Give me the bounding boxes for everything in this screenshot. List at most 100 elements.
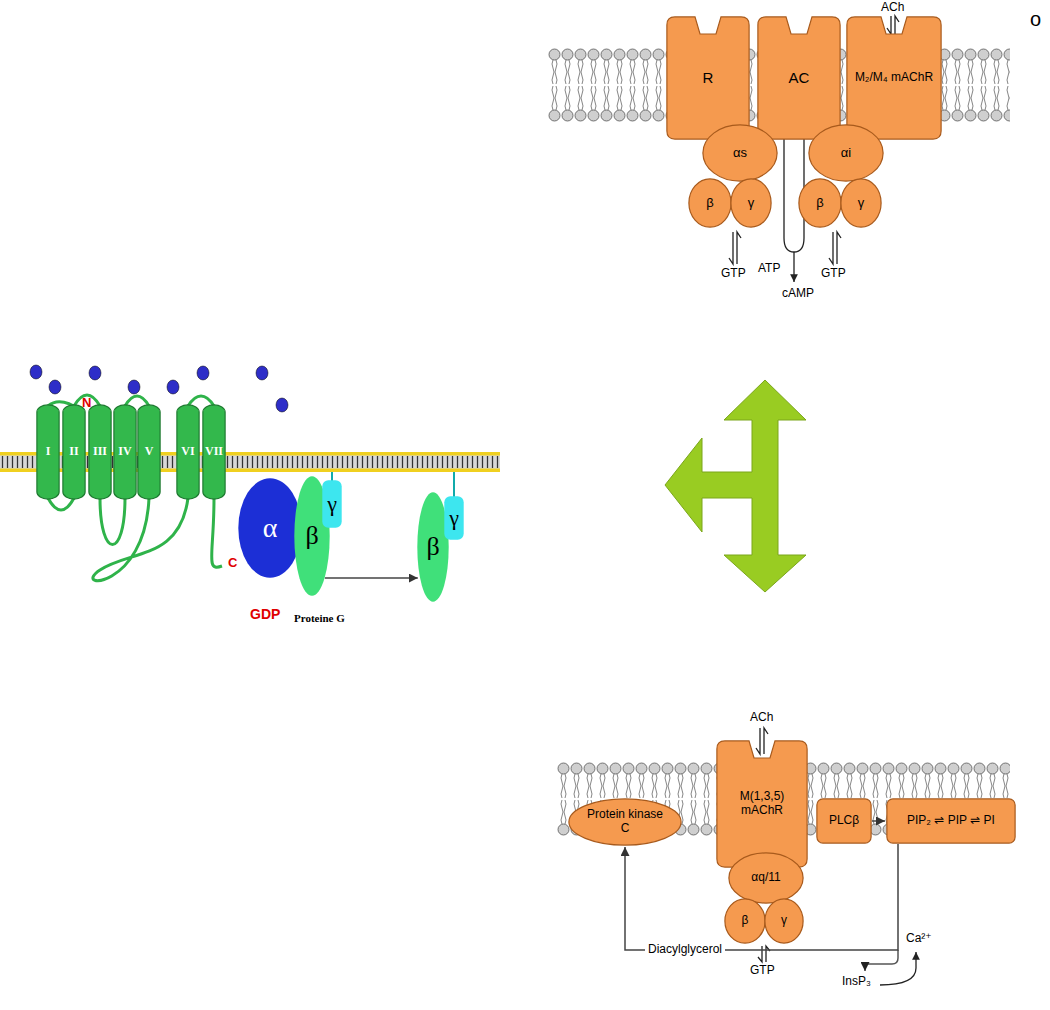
node-outline <box>203 405 225 499</box>
helix-segment: V <box>137 404 161 500</box>
node-outline <box>731 179 771 227</box>
node-outline <box>809 125 883 181</box>
node-text: IV <box>115 445 135 459</box>
node-label: β <box>421 532 445 562</box>
connector-arrow <box>625 844 898 950</box>
node-outline <box>177 405 199 499</box>
g-alpha-subunit: α <box>238 478 302 578</box>
lipid-box: PIP₂ ⇌ PIP ⇌ PI <box>886 798 1016 844</box>
node-label: M₂/M₄ mAChR <box>851 71 937 85</box>
ligand-label: ACh <box>750 711 773 725</box>
node-text: β <box>421 532 445 562</box>
g-beta-subunit: β <box>688 178 732 228</box>
node-label: I <box>38 445 58 459</box>
node-outline <box>63 405 85 499</box>
node-text: R <box>671 69 745 86</box>
g-gamma-subunit: γ <box>730 178 772 228</box>
node-text: αi <box>818 146 874 161</box>
nucleotide-label: GDP <box>250 606 280 622</box>
node-text: γ <box>326 491 338 516</box>
node-text: III <box>90 445 110 459</box>
g-gamma-subunit: γ <box>840 178 882 228</box>
node-label: V <box>139 445 159 459</box>
node-label: VII <box>204 445 224 459</box>
metabolite-label: InsP₃ <box>842 975 871 989</box>
node-label: αq/11 <box>738 871 794 885</box>
node-label: PIP₂ ⇌ PIP ⇌ PI <box>890 814 1012 828</box>
protein-label: Proteine G <box>294 612 345 625</box>
adenylyl-cyclase-box: AC <box>757 16 841 140</box>
note-mark: o <box>1030 8 1041 31</box>
node-text: II <box>64 445 84 459</box>
receptor-loops <box>48 395 222 581</box>
node-text: V <box>139 445 159 459</box>
g-alpha-subunit: αi <box>808 124 884 182</box>
node-outline <box>689 179 731 227</box>
node-outline <box>138 405 160 499</box>
nucleotide-label: GTP <box>821 267 846 281</box>
node-label: β <box>694 196 727 211</box>
ion-label: Ca²⁺ <box>906 932 932 946</box>
node-text: α <box>246 512 293 544</box>
helix-segment: II <box>62 404 86 500</box>
node-text: M(1,3,5) mAChR <box>721 790 803 818</box>
terminus-label: N <box>82 396 91 411</box>
calcium-arrow <box>880 952 916 985</box>
node-label: α <box>246 512 293 544</box>
node-label: R <box>671 69 745 86</box>
node-label: III <box>90 445 110 459</box>
nucleotide-label: GTP <box>721 267 746 281</box>
helix-segment: IV <box>113 404 137 500</box>
node-text: Protein kinase C <box>583 808 667 836</box>
node-text: β <box>299 521 326 551</box>
node-text: β <box>694 196 727 211</box>
node-outline <box>322 480 341 527</box>
connector-arrow <box>872 820 885 822</box>
g-alpha-subunit: αs <box>702 124 778 182</box>
node-outline <box>37 405 59 499</box>
node-text: γ <box>845 196 876 211</box>
node-text: γ <box>448 505 460 530</box>
node-outline <box>887 799 1015 843</box>
node-label: II <box>64 445 84 459</box>
node-outline <box>725 899 765 943</box>
terminus-label: C <box>228 556 237 571</box>
node-outline <box>817 799 871 843</box>
edge-label: Diacylglycerol <box>645 943 725 957</box>
node-text: M₂/M₄ mAChR <box>851 71 937 85</box>
g-alpha-subunit: αq/11 <box>728 852 804 904</box>
enzyme-box: PLCβ <box>816 798 872 844</box>
receptor-box: M(1,3,5) mAChR <box>716 740 808 868</box>
node-label: γ <box>769 914 799 928</box>
node-text: VI <box>178 445 198 459</box>
g-beta-subunit: β <box>417 492 449 602</box>
node-outline <box>667 17 749 139</box>
node-text: β <box>804 196 837 211</box>
node-label: β <box>804 196 837 211</box>
node-text: γ <box>735 196 766 211</box>
node-outline <box>717 741 807 867</box>
kinase-ellipse: Protein kinase C <box>568 798 682 846</box>
helix-segment: I <box>36 404 60 500</box>
node-label: IV <box>115 445 135 459</box>
node-label: β <box>299 521 326 551</box>
node-outline <box>89 405 111 499</box>
node-label: γ <box>448 505 460 530</box>
node-label: γ <box>326 491 338 516</box>
node-label: αs <box>712 146 768 161</box>
camp-arrow <box>793 252 794 282</box>
connector-arrow <box>325 577 418 579</box>
g-beta-subunit: β <box>724 898 766 944</box>
receptor-box: R <box>666 16 750 140</box>
receptor-box: M₂/M₄ mAChR <box>846 16 942 140</box>
g-gamma-subunit: γ <box>444 496 464 540</box>
ligand-dots <box>30 365 288 412</box>
helix-segment: VII <box>202 404 226 500</box>
node-label: αi <box>818 146 874 161</box>
insp3-arrow <box>865 950 898 971</box>
node-text: γ <box>769 914 799 928</box>
node-outline <box>238 478 301 577</box>
node-text: αs <box>712 146 768 161</box>
